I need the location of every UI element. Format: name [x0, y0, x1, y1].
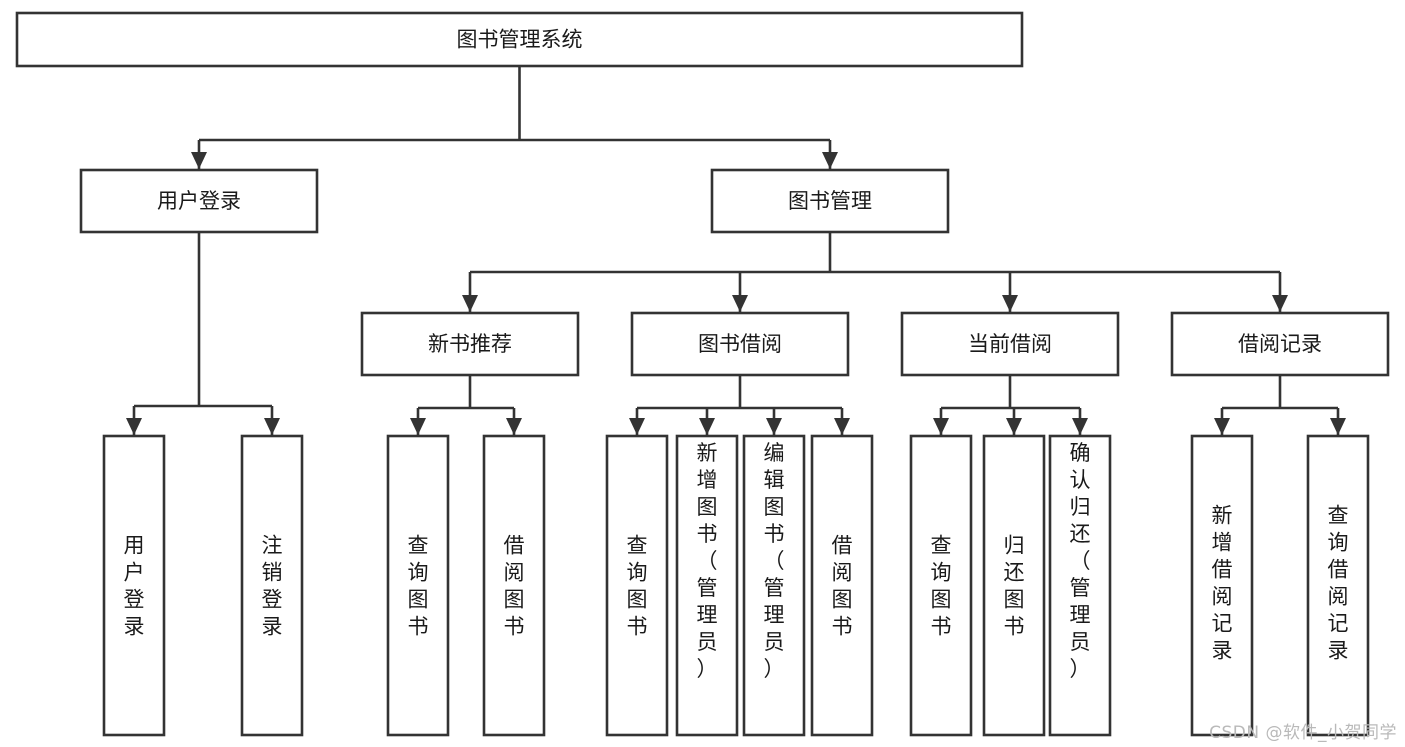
root-node[interactable]: 图书管理系统 [15, 11, 1024, 68]
arrow-head-icon [1002, 295, 1018, 312]
node-box[interactable] [386, 434, 450, 737]
leaf-node-5[interactable]: 新增图书（管理员） [675, 434, 739, 737]
arrow-head-icon [462, 295, 478, 312]
node-label: 新书推荐 [428, 332, 512, 356]
node-label-vertical: 查询图书 [931, 534, 952, 639]
node-box[interactable] [360, 311, 580, 377]
arrow-head-icon [1272, 295, 1288, 312]
arrow-head-icon [834, 418, 850, 435]
box-layer: 图书管理系统用户登录图书管理新书推荐图书借阅当前借阅借阅记录用户登录注销登录查询… [15, 11, 1390, 737]
node-box[interactable] [630, 311, 850, 377]
leaf-node-4[interactable]: 查询图书 [605, 434, 669, 737]
node-label-vertical: 查询图书 [627, 534, 648, 639]
arrow-head-icon [1006, 418, 1022, 435]
node-label-vertical: 注销登录 [262, 534, 283, 639]
node-box[interactable] [102, 434, 166, 737]
node-label-vertical: 查询借阅记录 [1328, 504, 1349, 663]
arrow-head-icon [410, 418, 426, 435]
node-box[interactable] [15, 11, 1024, 68]
arrow-head-icon [1214, 418, 1230, 435]
leaf-node-9[interactable]: 归还图书 [982, 434, 1046, 737]
leaf-node-2[interactable]: 查询图书 [386, 434, 450, 737]
leaf-node-1[interactable]: 注销登录 [240, 434, 304, 737]
node-box[interactable] [742, 434, 806, 737]
node-label-vertical: 新增借阅记录 [1212, 504, 1233, 663]
arrow-head-icon [822, 152, 838, 169]
connector-layer [126, 66, 1346, 435]
node-label-vertical: 查询图书 [408, 534, 429, 639]
arrow-head-icon [1072, 418, 1088, 435]
csdn-watermark: CSDN @软件_小贺同学 [1209, 723, 1397, 743]
node-box[interactable] [240, 434, 304, 737]
node-box[interactable] [79, 168, 319, 234]
level2-node-2[interactable]: 当前借阅 [900, 311, 1120, 377]
node-box[interactable] [1306, 434, 1370, 737]
node-label-vertical: 用户登录 [124, 534, 145, 639]
node-box[interactable] [710, 168, 950, 234]
node-box[interactable] [810, 434, 874, 737]
node-label: 图书管理 [788, 189, 872, 213]
node-box[interactable] [1190, 434, 1254, 737]
arrow-head-icon [699, 418, 715, 435]
leaf-node-12[interactable]: 查询借阅记录 [1306, 434, 1370, 737]
node-label-vertical: 归还图书 [1004, 534, 1025, 639]
node-label-vertical: 借阅图书 [832, 534, 853, 639]
node-box[interactable] [1170, 311, 1390, 377]
node-label: 借阅记录 [1238, 332, 1322, 356]
leaf-node-7[interactable]: 借阅图书 [810, 434, 874, 737]
arrow-head-icon [629, 418, 645, 435]
node-box[interactable] [909, 434, 973, 737]
level1-node-0[interactable]: 用户登录 [79, 168, 319, 234]
arrow-head-icon [191, 152, 207, 169]
node-label-vertical: 编辑图书（管理员） [764, 441, 785, 681]
node-label: 图书借阅 [698, 332, 782, 356]
node-box[interactable] [675, 434, 739, 737]
arrow-head-icon [1330, 418, 1346, 435]
node-box[interactable] [982, 434, 1046, 737]
node-label-vertical: 确认归还（管理员） [1070, 441, 1091, 681]
level2-node-0[interactable]: 新书推荐 [360, 311, 580, 377]
leaf-node-10[interactable]: 确认归还（管理员） [1048, 434, 1112, 737]
node-label: 图书管理系统 [457, 28, 583, 52]
leaf-node-6[interactable]: 编辑图书（管理员） [742, 434, 806, 737]
node-label-vertical: 借阅图书 [504, 534, 525, 639]
node-box[interactable] [605, 434, 669, 737]
node-box[interactable] [482, 434, 546, 737]
arrow-head-icon [264, 418, 280, 435]
arrow-head-icon [506, 418, 522, 435]
arrow-head-icon [933, 418, 949, 435]
node-label: 用户登录 [157, 189, 241, 213]
node-box[interactable] [900, 311, 1120, 377]
arrow-head-icon [766, 418, 782, 435]
arrow-head-icon [732, 295, 748, 312]
level2-node-3[interactable]: 借阅记录 [1170, 311, 1390, 377]
leaf-node-8[interactable]: 查询图书 [909, 434, 973, 737]
level2-node-1[interactable]: 图书借阅 [630, 311, 850, 377]
leaf-node-0[interactable]: 用户登录 [102, 434, 166, 737]
node-box[interactable] [1048, 434, 1112, 737]
arrow-head-icon [126, 418, 142, 435]
level1-node-1[interactable]: 图书管理 [710, 168, 950, 234]
leaf-node-11[interactable]: 新增借阅记录 [1190, 434, 1254, 737]
node-label: 当前借阅 [968, 332, 1052, 356]
leaf-node-3[interactable]: 借阅图书 [482, 434, 546, 737]
node-label-vertical: 新增图书（管理员） [697, 441, 718, 681]
